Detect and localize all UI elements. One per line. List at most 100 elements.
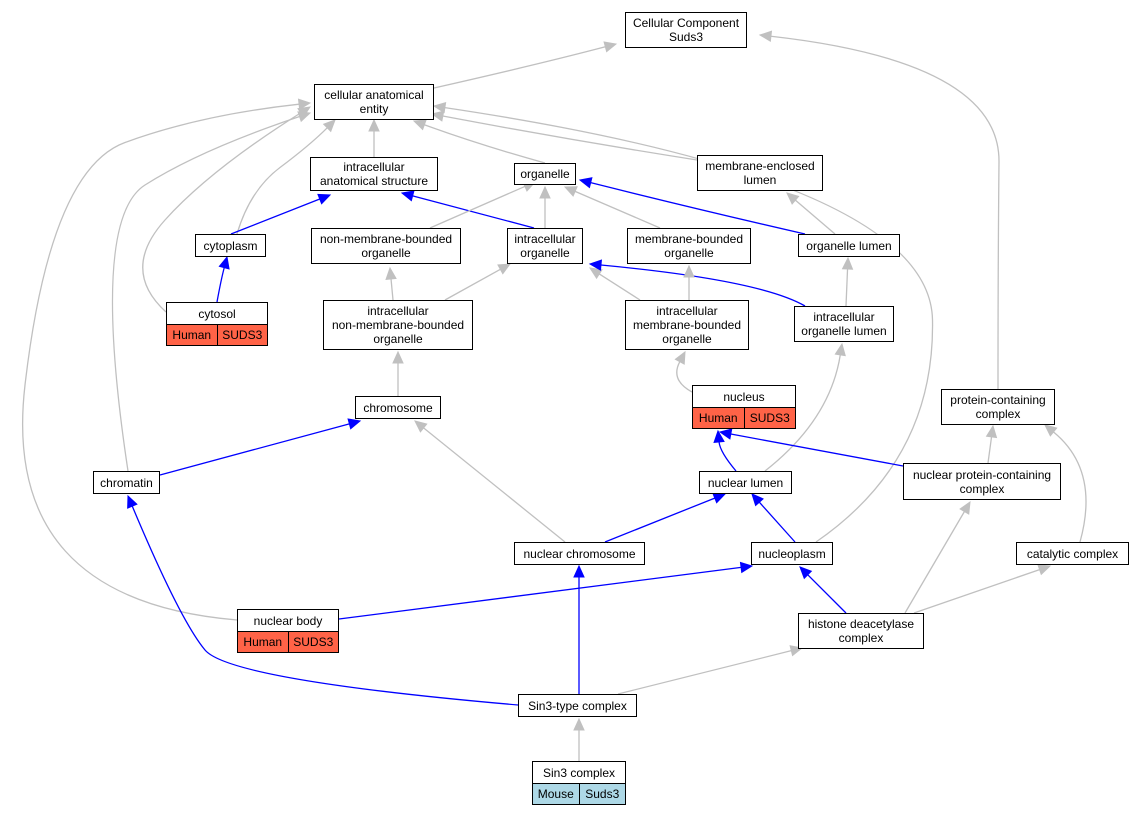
edge-line <box>770 35 1000 390</box>
edge-line <box>21 103 300 621</box>
node-sin3-complex[interactable]: Sin3 complex Mouse Suds3 <box>532 761 626 805</box>
node-protein-containing-complex[interactable]: protein-containing complex <box>941 389 1055 425</box>
edge-sin3-to-sin3_type <box>573 717 585 761</box>
node-sin3-type-complex[interactable]: Sin3-type complex <box>518 694 637 717</box>
arrowhead-icon <box>712 492 727 504</box>
edge-npcc-to-pcc <box>985 424 998 464</box>
node-intracellular-anatomical-structure[interactable]: intracellular anatomical structure <box>310 157 438 191</box>
arrowhead-icon <box>127 494 138 509</box>
annotation-row: Human SUDS3 <box>167 324 267 345</box>
node-nuclear-lumen[interactable]: nuclear lumen <box>699 471 792 494</box>
node-organelle[interactable]: organelle <box>514 163 576 185</box>
node-label: nucleus <box>723 389 765 404</box>
edge-cytoplasm-to-ias <box>230 193 332 235</box>
node-label: nuclear lumen <box>707 475 784 490</box>
node-label: intracellular non-membrane-bounded organ… <box>331 304 465 346</box>
edge-line <box>845 268 849 307</box>
node-intracellular-membrane-bounded-organelle[interactable]: intracellular membrane-bounded organelle <box>625 300 749 350</box>
edge-cytosol-to-cytoplasm <box>216 255 230 303</box>
arrowhead-icon <box>834 342 846 357</box>
edge-line <box>423 427 566 543</box>
edge-chromosome-to-inmbo <box>392 350 404 396</box>
edge-line <box>617 650 792 695</box>
arrowhead-icon <box>412 119 427 131</box>
edge-line <box>904 511 966 614</box>
arrowhead-icon <box>385 266 397 280</box>
edge-line <box>604 497 716 543</box>
edge-sin3_type-to-chromatin <box>127 494 519 706</box>
node-membrane-bounded-organelle[interactable]: membrane-bounded organelle <box>627 228 751 264</box>
node-nuclear-chromosome[interactable]: nuclear chromosome <box>514 542 645 565</box>
edge-line <box>424 124 546 164</box>
node-label: cytoplasm <box>203 238 258 253</box>
node-label: histone deacetylase complex <box>807 617 915 645</box>
edge-line <box>131 505 519 706</box>
node-nuclear-body[interactable]: nuclear body Human SUDS3 <box>237 609 339 653</box>
arrowhead-icon <box>841 256 854 270</box>
arrowhead-icon <box>786 192 800 205</box>
edge-line <box>390 278 394 301</box>
edge-mel-to-cae <box>430 110 698 161</box>
edge-io-to-ias <box>400 190 535 229</box>
arrowhead-icon <box>297 111 312 123</box>
node-cytosol[interactable]: cytosol Human SUDS3 <box>166 302 268 346</box>
node-nucleoplasm[interactable]: nucleoplasm <box>751 542 833 565</box>
edge-inmbo-to-nmbo <box>385 266 397 301</box>
edge-line <box>338 566 742 620</box>
edge-line <box>444 106 934 543</box>
node-cytoplasm[interactable]: cytoplasm <box>195 234 266 257</box>
node-cellular-component-suds3[interactable]: Cellular Component Suds3 <box>625 12 747 48</box>
gene-tag: SUDS3 <box>216 325 267 345</box>
edge-nucleus-to-imbo <box>674 350 693 393</box>
arrowhead-icon <box>573 564 585 578</box>
arrowhead-icon <box>578 177 593 189</box>
edge-nucleoplasm-to-cae <box>432 101 934 543</box>
edge-line <box>444 268 501 301</box>
node-non-membrane-bounded-organelle[interactable]: non-membrane-bounded organelle <box>311 228 461 264</box>
node-intracellular-organelle[interactable]: intracellular organelle <box>507 228 583 264</box>
node-catalytic-complex[interactable]: catalytic complex <box>1016 542 1129 565</box>
arrowhead-icon <box>368 118 380 132</box>
edge-line <box>412 195 535 229</box>
edge-line <box>730 433 904 467</box>
edge-cytosol-to-cae <box>142 106 312 313</box>
arrowhead-icon <box>218 255 230 270</box>
edge-line <box>216 267 225 303</box>
arrowhead-icon <box>414 420 428 433</box>
edge-line <box>429 185 526 229</box>
species-tag: Human <box>238 632 288 652</box>
node-chromosome[interactable]: chromosome <box>355 396 441 419</box>
node-histone-deacetylase-complex[interactable]: histone deacetylase complex <box>798 613 924 649</box>
species-tag: Human <box>693 408 744 428</box>
edge-line <box>807 574 847 614</box>
edge-chromatin-to-cae <box>111 111 312 472</box>
edge-line <box>574 190 661 229</box>
species-tag: Human <box>167 325 217 345</box>
edge-line <box>590 182 806 235</box>
edge-npcc-to-nucleus <box>718 428 904 467</box>
arrowhead-icon <box>739 561 754 574</box>
node-chromatin[interactable]: chromatin <box>93 471 160 494</box>
node-organelle-lumen[interactable]: organelle lumen <box>798 234 900 257</box>
edge-ol-to-mel <box>786 192 836 235</box>
node-intracellular-non-membrane-bounded-organelle[interactable]: intracellular non-membrane-bounded organ… <box>323 300 473 350</box>
edge-nuclear_lumen-to-nucleus <box>713 429 737 472</box>
edge-line <box>111 115 300 472</box>
node-nucleus[interactable]: nucleus Human SUDS3 <box>692 385 796 429</box>
edge-line <box>442 115 698 161</box>
edge-line <box>433 46 606 89</box>
gene-tag: SUDS3 <box>743 408 795 428</box>
annotation-row: Human SUDS3 <box>238 631 338 652</box>
edge-line <box>913 568 1040 614</box>
node-cellular-anatomical-entity[interactable]: cellular anatomical entity <box>314 84 434 120</box>
node-membrane-enclosed-lumen[interactable]: membrane-enclosed lumen <box>697 155 823 191</box>
gene-tag: Suds3 <box>578 784 625 804</box>
node-label: Sin3 complex <box>542 765 616 780</box>
edge-pcc-to-cc_suds3 <box>758 30 1000 390</box>
node-intracellular-organelle-lumen[interactable]: intracellular organelle lumen <box>794 306 894 342</box>
arrowhead-icon <box>959 500 971 515</box>
node-label: intracellular organelle <box>514 232 576 260</box>
edge-io-to-organelle <box>539 185 551 228</box>
node-nuclear-protein-containing-complex[interactable]: nuclear protein-containing complex <box>903 463 1061 500</box>
node-label: intracellular membrane-bounded organelle <box>632 304 742 346</box>
